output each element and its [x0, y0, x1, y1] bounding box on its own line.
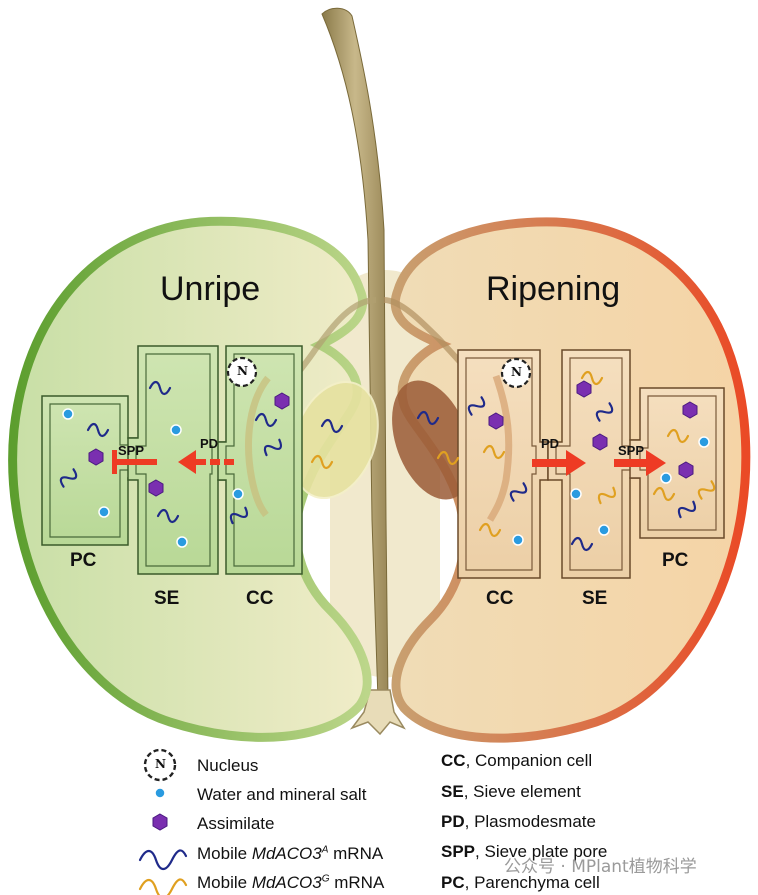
assimilate-hexagon-icon: [274, 392, 290, 410]
mrna-a-wave-icon: [156, 508, 180, 524]
unripe-pd-label: PD: [200, 436, 219, 451]
nucleus-icon: [143, 748, 177, 782]
water-dot-icon: [154, 787, 166, 799]
ripening-pd-label: PD: [541, 436, 560, 451]
water-dot-icon: [170, 424, 182, 436]
assimilate-hexagon-icon: [576, 380, 592, 398]
mrna-a-wave-icon: [467, 396, 486, 416]
mrna-g-wave-icon: [666, 428, 690, 444]
assimilate-hexagon-icon: [148, 479, 164, 497]
assimilate-hexagon-icon: [488, 412, 504, 430]
legend-pd: PD, Plasmodesmate: [441, 812, 596, 831]
assimilate-hexagon-icon: [152, 813, 168, 831]
legend-se: SE, Sieve element: [441, 782, 581, 801]
mrna-g-wave-icon: [580, 370, 604, 386]
calyx: [349, 689, 406, 736]
legend-assimilate: Assimilate: [197, 814, 275, 833]
stem: [321, 7, 389, 701]
mrna-g-wave-icon: [597, 486, 617, 505]
mrna-g-wave-icon: [697, 480, 716, 500]
unripe-title: Unripe: [160, 270, 261, 308]
legend-mrna-g: Mobile MdACO3G mRNA: [197, 873, 385, 892]
mrna-a-wave-icon: [677, 500, 697, 519]
assimilate-hexagon-icon: [592, 433, 608, 451]
water-dot-icon: [598, 524, 610, 536]
unripe-cc-label: CC: [246, 588, 274, 609]
legend-mrna-a: Mobile MdACO3A mRNA: [197, 844, 384, 863]
nucleus-icon: [226, 356, 258, 388]
legend-spp: SPP, Sieve plate pore: [441, 842, 608, 861]
mrna-g-wave-icon: [482, 444, 506, 460]
water-dot-icon: [698, 436, 710, 448]
mrna-a-wave-icon: [148, 380, 172, 396]
mrna-g-wave-icon: [138, 878, 188, 895]
mrna-a-wave-icon: [86, 422, 110, 438]
mrna-g-wave-icon: [436, 450, 460, 466]
water-dot-icon: [660, 472, 672, 484]
mrna-a-wave-icon: [263, 438, 283, 457]
mrna-g-wave-icon: [310, 454, 334, 470]
nucleus-icon: [500, 357, 532, 389]
mrna-a-wave-icon: [138, 849, 188, 871]
water-dot-icon: [98, 506, 110, 518]
seed-ripening: [392, 380, 472, 500]
mrna-a-waves: [59, 380, 697, 552]
legend-water: Water and mineral salt: [197, 785, 367, 804]
water-dot-icon: [232, 488, 244, 500]
unripe-cc-strand: [245, 375, 271, 518]
ripening-spp-arrow: [614, 450, 666, 476]
ripening-title: Ripening: [486, 270, 621, 308]
mrna-g-waves: [310, 370, 716, 538]
water-dot-icon: [570, 488, 582, 500]
mrna-g-wave-icon: [652, 486, 676, 502]
mrna-a-wave-icon: [570, 536, 594, 552]
ripening-pc-label: PC: [662, 550, 689, 571]
mrna-a-wave-icon: [59, 468, 78, 488]
legend-cc: CC, Companion cell: [441, 751, 593, 770]
assimilates: [88, 380, 698, 497]
unripe-pc-label: PC: [70, 550, 97, 571]
mrna-a-wave-icon: [320, 418, 344, 434]
water-dots: [62, 408, 710, 548]
unripe-spp-blocked-arrow: [112, 450, 157, 474]
unripe-nucleus-letter: N: [237, 364, 248, 378]
ripening-nucleus-letter: N: [511, 365, 522, 379]
mrna-g-wave-icon: [478, 522, 502, 538]
assimilate-hexagon-icon: [682, 401, 698, 419]
assimilate-hexagon-icon: [678, 461, 694, 479]
mrna-a-wave-icon: [229, 506, 249, 525]
water-dot-icon: [62, 408, 74, 420]
water-dot-icon: [176, 536, 188, 548]
ripening-spp-label: SPP: [618, 443, 645, 458]
ripening-cc-strand: [486, 374, 513, 522]
mrna-a-wave-icon: [595, 402, 614, 422]
legend-nucleus: Nucleus: [197, 756, 259, 775]
legend-nucleus-letter: N: [155, 757, 166, 771]
unripe-spp-label: SPP: [118, 443, 145, 458]
mrna-a-wave-icon: [416, 410, 440, 426]
ripening-pc-cell: [629, 387, 725, 539]
assimilate-hexagon-icon: [88, 448, 104, 466]
legend-icons: [138, 748, 188, 895]
mrna-a-wave-icon: [254, 412, 278, 428]
water-dot-icon: [512, 534, 524, 546]
watermark: 公众号 · MPlant植物科学: [504, 857, 697, 877]
mrna-a-wave-icon: [509, 482, 528, 502]
unripe-pd-dashed-arrow: [178, 450, 234, 474]
ripening-pd-arrow: [532, 450, 586, 476]
legend-pc: PC, Parenchyma cell: [441, 873, 600, 892]
unripe-se-label: SE: [154, 588, 180, 609]
ripening-cc-label: CC: [486, 588, 514, 609]
ripening-se-label: SE: [582, 588, 608, 609]
